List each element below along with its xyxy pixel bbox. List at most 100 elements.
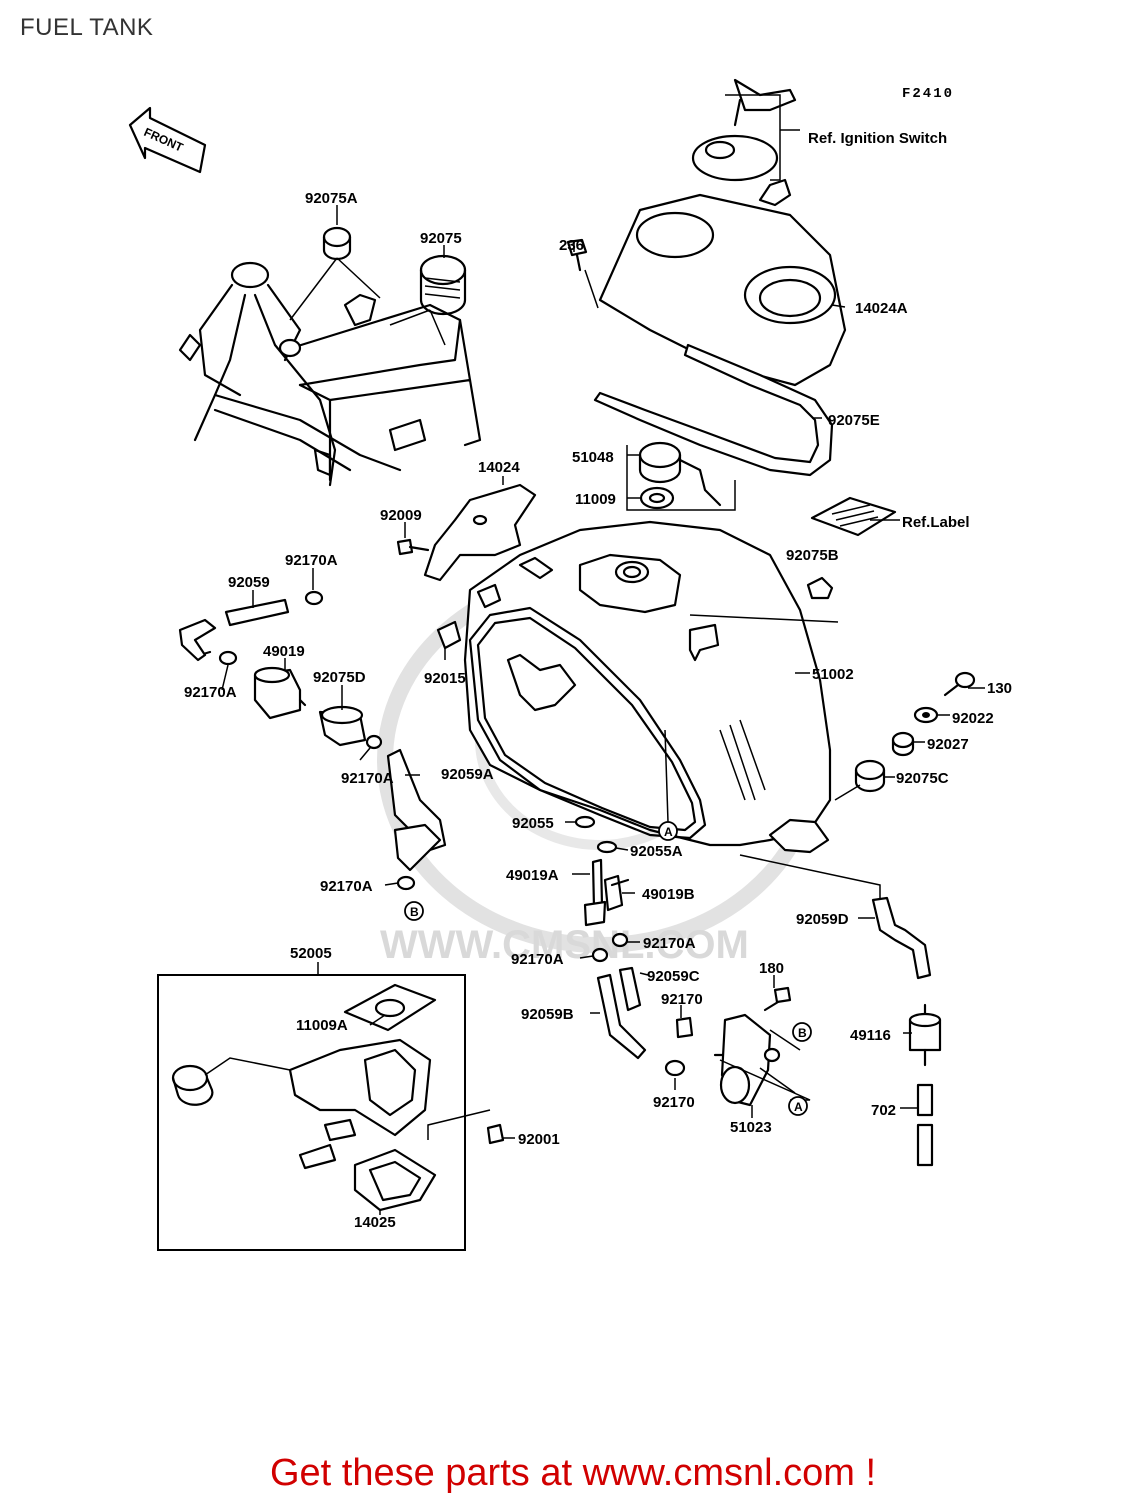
fuel-cock-51023: [713, 1013, 781, 1107]
frame-illustration: [178, 261, 482, 487]
callout-14025: 14025: [354, 1214, 396, 1231]
callout-92170a-1: 92170A: [285, 552, 338, 569]
trim-strip-92075e: [593, 343, 834, 477]
callout-130: 130: [987, 680, 1012, 697]
svg-text:A: A: [794, 1100, 803, 1114]
callout-702: 702: [871, 1102, 896, 1119]
callout-92059d: 92059D: [796, 911, 849, 928]
hose-92059c: [618, 966, 642, 1012]
circle-ref-a-1: A: [658, 821, 678, 841]
tank-cover-14024a: [598, 193, 847, 387]
clamp-92170-2: [664, 1059, 686, 1077]
callout-52005: 52005: [290, 945, 332, 962]
callout-92075c: 92075C: [896, 770, 949, 787]
damper-92075: [389, 254, 467, 346]
callout-92059a: 92059A: [441, 766, 494, 783]
damper-92075c: [834, 759, 886, 801]
svg-text:B: B: [410, 905, 419, 919]
bolt-236: [566, 238, 599, 309]
svg-text:A: A: [664, 825, 673, 839]
figure-code: F2410: [902, 86, 954, 102]
callout-92075b: 92075B: [786, 547, 839, 564]
callout-49019: 49019: [263, 643, 305, 660]
callout-236: 236: [559, 237, 584, 254]
clamp-92170a-5: [611, 932, 629, 948]
fuel-filter-49019: [253, 666, 307, 720]
callout-180: 180: [759, 960, 784, 977]
callout-ref-label: Ref.Label: [902, 514, 970, 531]
callout-92027: 92027: [927, 736, 969, 753]
clamp-92170a-3: [365, 734, 383, 750]
ref-label-plate: [810, 496, 897, 537]
hose-92059b: [596, 973, 647, 1060]
callout-92075d: 92075D: [313, 669, 366, 686]
callout-49116: 49116: [850, 1027, 891, 1044]
fuel-cap-51048: [626, 441, 736, 511]
callout-92075: 92075: [420, 230, 462, 247]
callout-92075e: 92075E: [828, 412, 880, 429]
hose-702: [916, 1083, 934, 1167]
callout-51023: 51023: [730, 1119, 772, 1136]
callout-92055a: 92055A: [630, 843, 683, 860]
callout-51002: 51002: [812, 666, 854, 683]
callout-92170-2: 92170: [653, 1094, 695, 1111]
callout-92170a-6: 92170A: [511, 951, 564, 968]
callout-14024a: 14024A: [855, 300, 908, 317]
fuel-tank-51002: [463, 520, 832, 854]
leader-lines: [221, 205, 985, 1215]
ignition-switch-illustration: [691, 78, 800, 207]
circle-ref-b-1: B: [404, 901, 424, 921]
clamp-92170a-6: [591, 947, 609, 963]
bolt-92009: [396, 538, 430, 556]
clamp-92170a-4: [396, 875, 416, 891]
page-title: FUEL TANK: [20, 14, 154, 41]
svg-text:B: B: [798, 1026, 807, 1040]
pipe-49019a: [583, 858, 607, 927]
bolt-130: [943, 671, 976, 697]
callout-92059c: 92059C: [647, 968, 700, 985]
callout-51048: 51048: [572, 449, 614, 466]
callout-92055: 92055: [512, 815, 554, 832]
collar-92027: [891, 731, 915, 757]
circle-ref-b-2: B: [792, 1022, 812, 1042]
callout-14024: 14024: [478, 459, 520, 476]
callout-92059b: 92059B: [521, 1006, 574, 1023]
hose-92059d: [739, 854, 932, 980]
callout-49019a: 49019A: [506, 867, 559, 884]
callout-labels: Ref. Ignition Switch 236 14024A 92075A 9…: [184, 130, 1012, 1231]
damper-92075b: [689, 576, 839, 623]
damper-92075d: [318, 705, 367, 747]
washer-92022: [913, 706, 939, 724]
oring-92055: [574, 815, 596, 829]
callout-11009: 11009: [575, 491, 616, 508]
callout-92170-1: 92170: [661, 991, 703, 1008]
damper-92075a: [289, 226, 381, 321]
oring-92055a: [596, 840, 618, 854]
fuel-filter-49116: [908, 1003, 942, 1067]
tank-mount-92015: [436, 583, 502, 650]
callout-92170a-3: 92170A: [341, 770, 394, 787]
clamp-92170a-2: [218, 650, 238, 666]
callout-92170a-5: 92170A: [643, 935, 696, 952]
callout-ref-ignition: Ref. Ignition Switch: [808, 130, 947, 147]
watermark-text: WWW.CMSNL.COM: [380, 923, 749, 967]
bolt-180: [763, 986, 792, 1012]
callout-92075a: 92075A: [305, 190, 358, 207]
callout-92170a-4: 92170A: [320, 878, 373, 895]
callout-92009: 92009: [380, 507, 422, 524]
callout-49019b: 49019B: [642, 886, 695, 903]
hose-92059: [178, 598, 290, 662]
callout-92022: 92022: [952, 710, 994, 727]
clamp-92170-1: [675, 1016, 694, 1039]
fuel-pump-assembly-52005: [157, 962, 505, 1251]
clamp-92170a-1: [304, 590, 324, 606]
callout-92059: 92059: [228, 574, 270, 591]
footer-cta[interactable]: Get these parts at www.cmsnl.com !: [269, 1452, 877, 1494]
hose-92059a: [386, 748, 447, 872]
callout-92001: 92001: [518, 1131, 560, 1148]
side-cover-14024: [423, 483, 537, 582]
front-arrow-icon: FRONT: [128, 106, 207, 174]
pipe-49019b: [603, 874, 630, 912]
callout-92170a-2: 92170A: [184, 684, 237, 701]
